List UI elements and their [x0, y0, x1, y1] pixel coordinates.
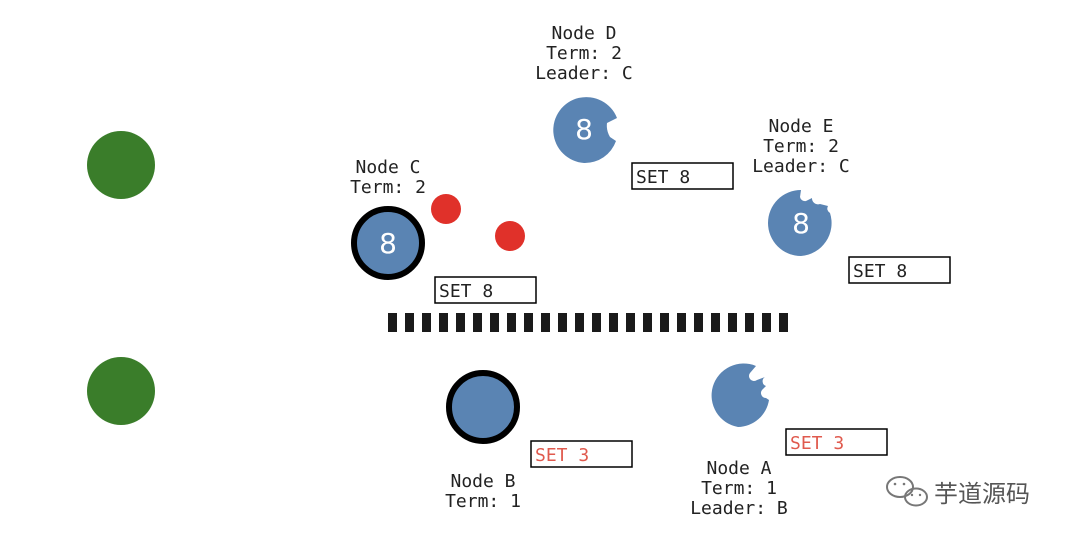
node-e-term: Term: 2 [763, 136, 839, 157]
node-c-value: 8 [379, 227, 397, 260]
wechat-icon [886, 476, 928, 507]
node-a-name: Node A [706, 458, 771, 479]
partition-segment [762, 313, 771, 332]
node-e-value: 8 [792, 207, 810, 240]
partition-segment [388, 313, 397, 332]
partition-segment [609, 313, 618, 332]
node-b: Node B Term: 1 [445, 370, 521, 512]
node-a-circle [711, 363, 769, 427]
node-e-circle [768, 190, 832, 256]
node-a-leader: Leader: B [690, 498, 788, 519]
node-c-name: Node C [355, 157, 420, 178]
partition-segment [524, 313, 533, 332]
partition-segment [694, 313, 703, 332]
node-d-value: 8 [575, 113, 593, 146]
partition-segment [473, 313, 482, 332]
node-d: Node D Term: 2 Leader: C 8 [535, 23, 633, 164]
partition-segment [422, 313, 431, 332]
watermark-text: 芋道源码 [934, 480, 1030, 508]
node-a-term: Term: 1 [701, 478, 777, 499]
partition-segment [405, 313, 414, 332]
node-d-term: Term: 2 [546, 43, 622, 64]
node-c: Node C Term: 2 8 [350, 157, 426, 280]
node-b-term: Term: 1 [445, 491, 521, 512]
partition-segment [439, 313, 448, 332]
partition-segment [711, 313, 720, 332]
watermark: 芋道源码 [886, 476, 1030, 508]
node-e-log-text: SET 8 [853, 261, 907, 282]
node-a-log-text: SET 3 [790, 433, 844, 454]
message-dot [431, 194, 461, 224]
node-c-log-text: SET 8 [439, 281, 493, 302]
node-a-log-entry: SET 3 [785, 428, 888, 456]
partition-segment [507, 313, 516, 332]
node-b-log-entry: SET 3 [530, 440, 633, 468]
partition-segment [541, 313, 550, 332]
node-d-log-entry: SET 8 [631, 162, 734, 190]
node-b-name: Node B [450, 471, 515, 492]
partition-segment [660, 313, 669, 332]
node-c-circle [351, 206, 425, 280]
partition-segment [456, 313, 465, 332]
node-a: Node A Term: 1 Leader: B [690, 363, 788, 519]
node-c-log-entry: SET 8 [434, 276, 537, 304]
partition-segment [592, 313, 601, 332]
node-e-log-entry: SET 8 [848, 256, 951, 284]
partition-segment [728, 313, 737, 332]
client-top [87, 131, 155, 199]
partition-segment [745, 313, 754, 332]
node-d-leader: Leader: C [535, 63, 633, 84]
message-dot [495, 221, 525, 251]
node-d-circle [553, 97, 617, 164]
node-b-log-text: SET 3 [535, 445, 589, 466]
partition-segment [677, 313, 686, 332]
partition-segment [643, 313, 652, 332]
client-bottom [87, 357, 155, 425]
partition-segment [626, 313, 635, 332]
network-partition [388, 313, 788, 332]
node-e: Node E Term: 2 Leader: C 8 [752, 116, 850, 256]
node-d-log-text: SET 8 [636, 167, 690, 188]
partition-segment [490, 313, 499, 332]
node-c-term: Term: 2 [350, 177, 426, 198]
node-d-name: Node D [551, 23, 616, 44]
partition-segment [779, 313, 788, 332]
node-b-circle [446, 370, 520, 444]
partition-segment [558, 313, 567, 332]
partition-segment [575, 313, 584, 332]
node-e-leader: Leader: C [752, 156, 850, 177]
node-e-name: Node E [768, 116, 833, 137]
